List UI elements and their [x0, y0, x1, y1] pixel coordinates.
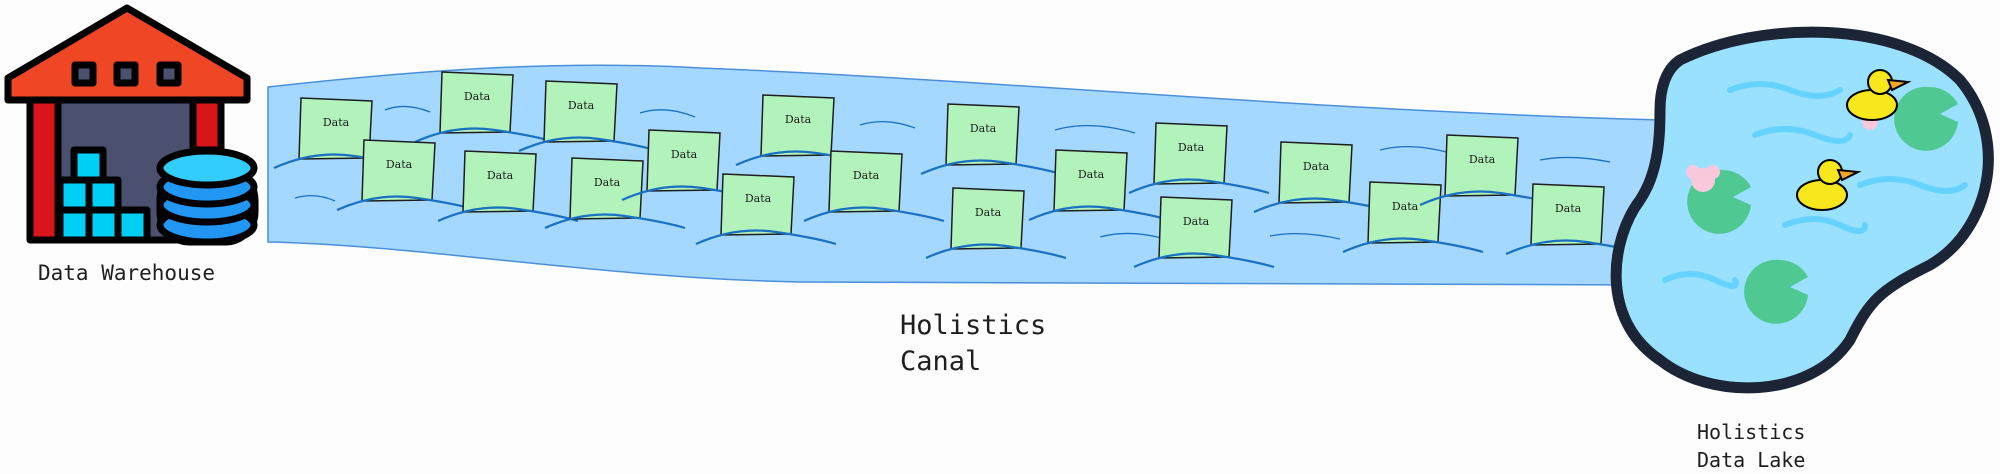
data-block-label: Data — [975, 206, 1002, 219]
data-block: Data — [544, 157, 686, 230]
data-block: Data — [336, 139, 478, 212]
wave-line — [803, 206, 945, 223]
warehouse-label: Data Warehouse — [38, 261, 216, 285]
data-block: Data — [695, 173, 837, 246]
data-block: Data — [518, 80, 660, 153]
data-block-label: Data — [487, 169, 514, 182]
wave-line — [695, 229, 837, 246]
lily-pad-icon — [1687, 86, 1958, 324]
canal-label: Holistics Canal — [900, 308, 1046, 380]
canal-ripples — [294, 105, 1611, 240]
data-block: Data — [437, 150, 579, 223]
data-block-label: Data — [785, 113, 812, 126]
data-block-label: Data — [594, 176, 621, 189]
data-block: Data — [1128, 122, 1270, 195]
wave-line — [437, 206, 579, 223]
data-block: Data — [1028, 149, 1170, 222]
wave-line — [518, 136, 660, 153]
wave-line — [1028, 205, 1170, 222]
wave-line — [544, 213, 686, 230]
data-block-label: Data — [1183, 215, 1210, 228]
canal-label-line1: Holistics — [900, 310, 1047, 341]
wave-line — [925, 243, 1067, 260]
lake-label-line2: Data Lake — [1697, 448, 1806, 472]
wave-line — [1128, 178, 1270, 195]
wave-line — [1133, 252, 1275, 269]
data-block: Data — [1505, 183, 1647, 256]
data-block-label: Data — [568, 99, 595, 112]
wave-line — [1342, 237, 1484, 254]
data-block-label: Data — [386, 158, 413, 171]
lake-label-line1: Holistics — [1697, 420, 1806, 444]
data-block-label: Data — [1469, 153, 1496, 166]
data-block-label: Data — [970, 122, 997, 135]
data-block: Data — [925, 187, 1067, 260]
data-lake-pond — [1610, 26, 1994, 394]
data-block-label: Data — [1555, 202, 1582, 215]
data-block-label: Data — [323, 116, 350, 129]
data-block: Data — [920, 103, 1062, 176]
data-block-label: Data — [853, 169, 880, 182]
data-block-label: Data — [464, 90, 491, 103]
data-block-label: Data — [1392, 200, 1419, 213]
wave-line — [336, 195, 478, 212]
data-block: Data — [1133, 196, 1275, 269]
wave-line — [414, 127, 556, 144]
lake-label: Holistics Data Lake — [1697, 418, 1805, 474]
canal-label-line2: Canal — [900, 346, 982, 377]
data-warehouse-icon — [4, 4, 259, 246]
data-block: Data — [803, 150, 945, 223]
data-block-label: Data — [745, 192, 772, 205]
data-block-label: Data — [1303, 160, 1330, 173]
data-block: Data — [621, 129, 763, 202]
data-block-label: Data — [671, 148, 698, 161]
data-block: Data — [414, 71, 556, 144]
data-block-label: Data — [1178, 141, 1205, 154]
data-block: Data — [1342, 181, 1484, 254]
duck-icon — [1796, 69, 1912, 211]
data-block-label: Data — [1078, 168, 1105, 181]
wave-line — [920, 159, 1062, 176]
data-blocks: DataDataDataDataDataDataDataDataDataData… — [273, 71, 1647, 269]
